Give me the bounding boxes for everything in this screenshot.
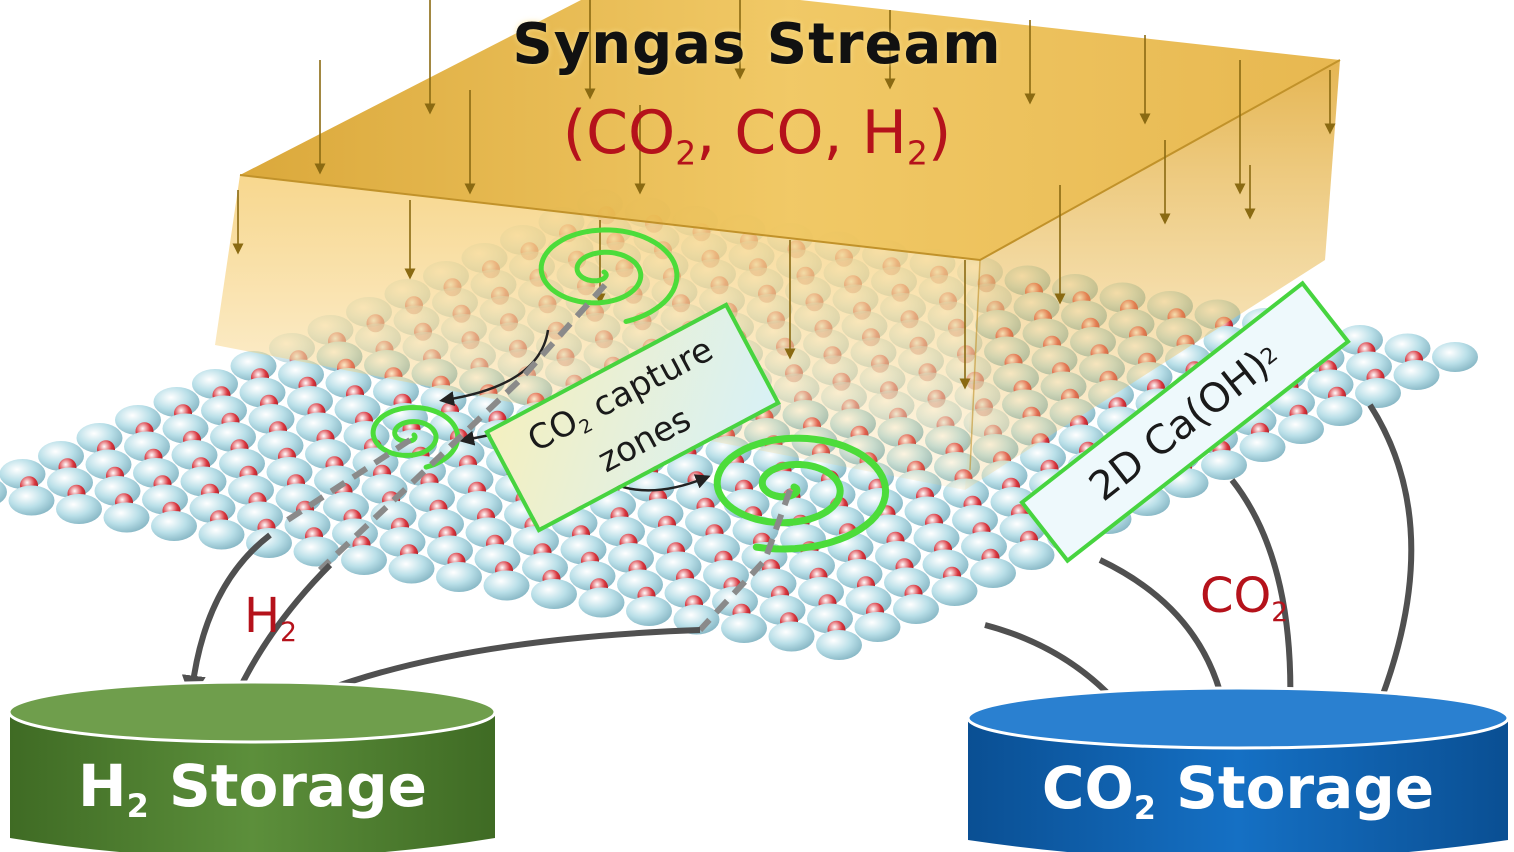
calcium-atom (198, 519, 245, 550)
co2-flow-label: CO2 (1200, 568, 1288, 628)
capture-spiral (713, 434, 890, 553)
calcium-atom (1432, 342, 1478, 372)
h2-storage-label: H2 Storage (10, 752, 495, 825)
calcium-atom (626, 596, 672, 626)
h2-storage-text: Storage (148, 752, 427, 820)
calcium-atom (151, 511, 197, 541)
title-subscript: 2 (906, 133, 928, 173)
title-part: , CO, H (696, 98, 907, 168)
h2-text: H (244, 588, 281, 644)
calcium-atom (768, 621, 815, 652)
slab-front-face (215, 175, 980, 490)
calcium-atom (1355, 378, 1401, 408)
migration-arrow (439, 329, 550, 407)
calcium-atom (1278, 414, 1324, 444)
calcium-atom (56, 494, 102, 524)
calcium-atom (931, 576, 978, 606)
calcium-atom (893, 594, 939, 624)
calcium-atom (246, 528, 292, 558)
h2-path-dashed (317, 282, 608, 573)
syngas-slab (215, 0, 1341, 490)
calcium-atom (970, 558, 1016, 588)
calcium-atom (531, 579, 577, 609)
capture-spiral (370, 404, 461, 470)
slab-right-face (965, 60, 1340, 490)
title-part: ) (927, 98, 952, 168)
co2-storage-subscript: 2 (1133, 789, 1156, 828)
h2-storage-subscript: 2 (126, 787, 149, 826)
calcium-atom (103, 502, 150, 533)
co2-storage-tank (966, 686, 1510, 852)
slab-edge-vertical (969, 259, 981, 471)
flow-arrow (1367, 403, 1415, 724)
h2-flow-label: H2 (244, 588, 297, 648)
calcium-atom (673, 604, 720, 635)
flow-arrow (1229, 478, 1303, 722)
co2-text: CO (1200, 568, 1272, 624)
h2-subscript: 2 (280, 617, 297, 649)
flow-arrow (181, 532, 272, 700)
h2-storage-tank (7, 680, 497, 852)
co2-storage-text: Storage (1155, 754, 1435, 822)
syngas-flow-arrows (232, 0, 1336, 390)
calcium-atom (0, 481, 7, 503)
capture-spiral (538, 227, 680, 324)
calcium-atom (721, 613, 767, 643)
calcium-atom (1008, 540, 1055, 570)
h2-path-dashed (697, 488, 793, 633)
h2-storage-text: H (78, 752, 127, 820)
slab-top-face (240, 0, 1340, 260)
title-part: (CO (562, 98, 676, 168)
calcium-atom (1393, 360, 1440, 390)
calcium-atom (1239, 432, 1286, 462)
co2-storage-text: CO (1041, 754, 1134, 822)
calcium-atom (483, 570, 530, 601)
title-subscript: 2 (675, 133, 697, 173)
title-syngas-composition: (CO2, CO, H2) (0, 98, 1514, 173)
co2-subscript: 2 (1271, 597, 1289, 629)
calcium-atom (8, 485, 55, 516)
capture-text: CO (521, 401, 585, 461)
calcium-atom (388, 553, 435, 584)
calcium-atom (341, 545, 387, 575)
calcium-atom (1316, 396, 1363, 426)
calcium-atom (436, 562, 482, 592)
calcium-atom (293, 536, 340, 567)
title-syngas-stream: Syngas Stream (512, 12, 1002, 77)
calcium-atom (578, 587, 625, 618)
calcium-atom (1201, 450, 1247, 480)
co2-storage-label: CO2 Storage (968, 754, 1508, 827)
calcium-atom (816, 630, 862, 660)
calcium-atom (854, 612, 901, 642)
